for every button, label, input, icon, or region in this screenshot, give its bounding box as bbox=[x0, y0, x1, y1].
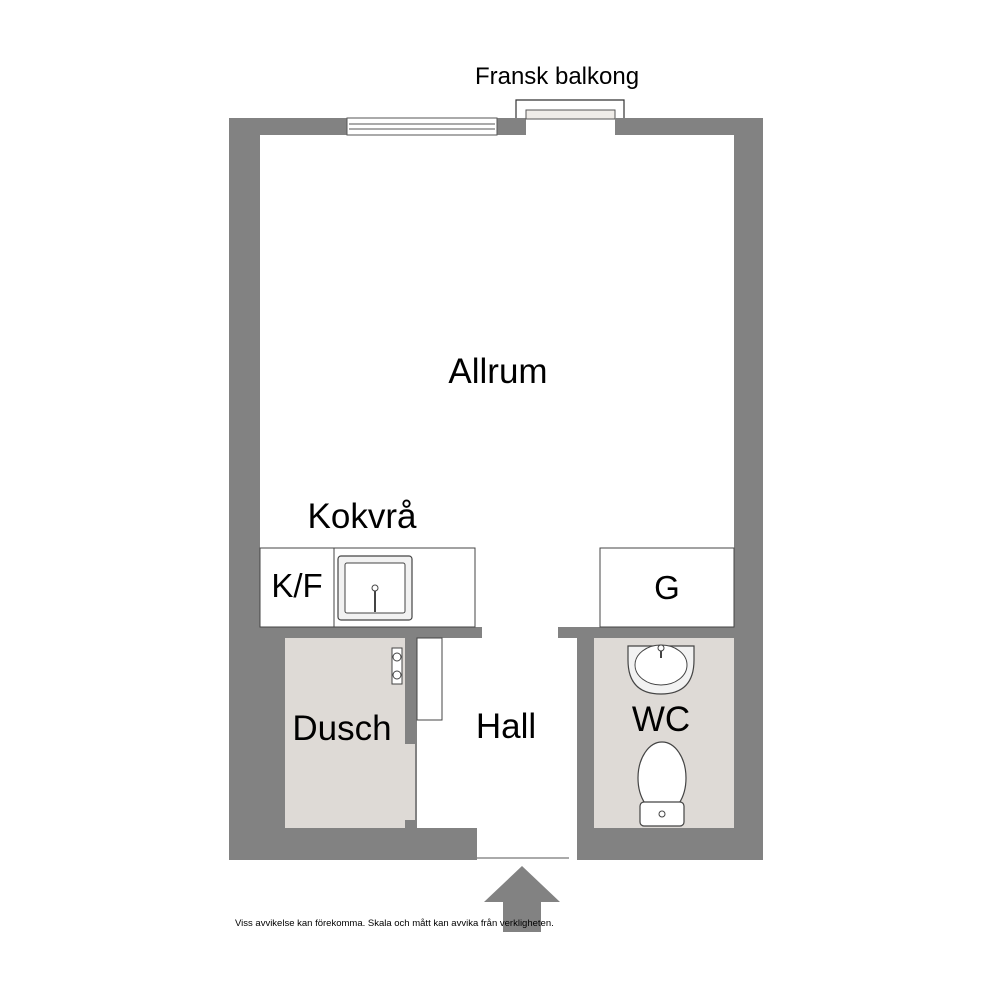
balcony-label: Fransk balkong bbox=[475, 63, 639, 90]
entrance-opening bbox=[477, 828, 569, 862]
entrance-arrow-icon bbox=[484, 866, 560, 932]
washbasin-icon bbox=[627, 644, 695, 695]
wardrobe bbox=[599, 547, 735, 628]
wardrobe-wall bbox=[558, 627, 734, 638]
wc-label: WC bbox=[632, 700, 690, 739]
hall-area bbox=[417, 630, 577, 860]
fridge-label: K/F bbox=[271, 567, 322, 604]
wc-side-wall bbox=[577, 638, 594, 686]
dusch-label: Dusch bbox=[292, 709, 391, 748]
kitchen-label: Kokvrå bbox=[308, 497, 417, 536]
dusch-side-wall bbox=[405, 638, 417, 744]
french-balcony-door bbox=[515, 99, 763, 136]
hall-closet bbox=[416, 637, 443, 721]
disclaimer: Viss avvikelse kan förekomma. Skala och … bbox=[235, 918, 554, 929]
window bbox=[346, 117, 526, 136]
kitchen-sink-icon bbox=[337, 555, 413, 621]
kitchen-counter-wall bbox=[260, 627, 482, 638]
toilet-icon bbox=[637, 741, 687, 827]
dusch-bottom-wall bbox=[260, 828, 417, 860]
shower-mixer-icon bbox=[391, 647, 403, 685]
allrum-label: Allrum bbox=[448, 352, 547, 391]
wc-lower-wall bbox=[577, 818, 594, 860]
hall-label: Hall bbox=[476, 707, 536, 746]
hall-left-wall bbox=[417, 828, 477, 860]
wardrobe-label: G bbox=[654, 569, 680, 606]
